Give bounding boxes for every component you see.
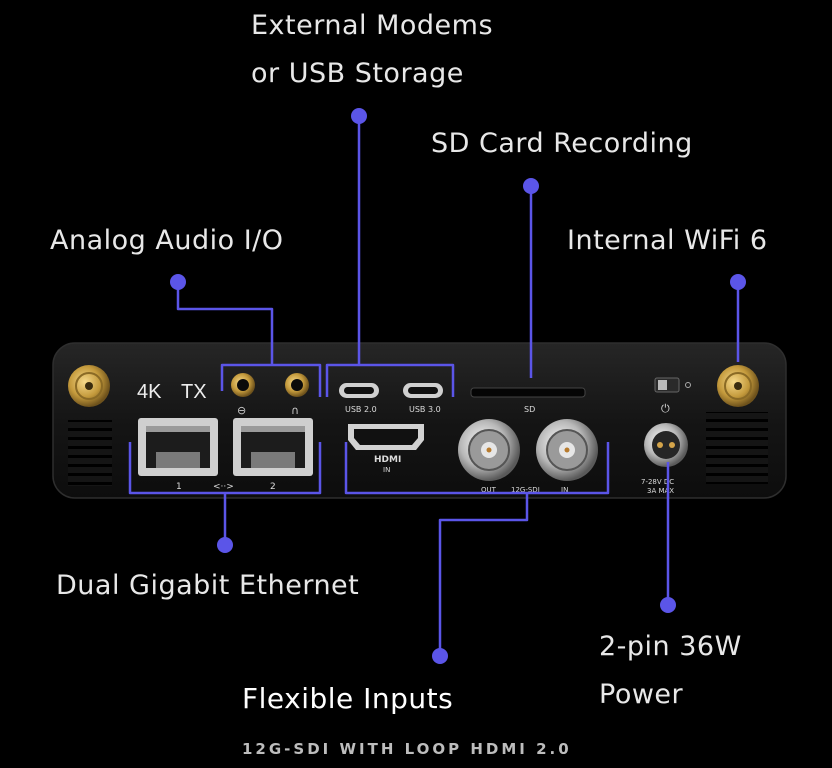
power-rating-1: 7-28V DC: [641, 478, 674, 486]
label-analog-audio: Analog Audio I/O: [50, 225, 284, 256]
label-modems-line1: External Modems: [251, 10, 494, 41]
power-rating-2: 3A MAX: [647, 487, 674, 495]
vent-right: [706, 412, 768, 484]
label-ethernet: Dual Gigabit Ethernet: [56, 570, 360, 601]
label-power-line2: Power: [599, 679, 684, 710]
audio-jack-headphone: [285, 373, 309, 397]
sdi-out-connector: [458, 419, 520, 481]
badge-tx: TX: [181, 381, 207, 403]
power-switch: [654, 377, 691, 393]
usb-port-3-0: [403, 383, 443, 398]
antenna-connector-right: [717, 365, 759, 407]
label-power-line1: 2-pin 36W: [599, 631, 742, 662]
label-wifi: Internal WiFi 6: [567, 225, 768, 256]
hdmi-in-label: IN: [383, 466, 390, 474]
mic-icon: ⊖: [237, 404, 246, 417]
power-connector: [644, 423, 688, 467]
dot-power: [660, 597, 676, 613]
badge-4k: 4K: [137, 381, 162, 403]
sdi-in-label: IN: [561, 486, 568, 494]
dot-wifi: [730, 274, 746, 290]
usb-port-2-0: [339, 383, 379, 398]
ethernet-port-2: [233, 418, 313, 476]
vent-left: [68, 420, 112, 486]
callout-lines: [128, 116, 740, 656]
sdi-out-label: OUT: [481, 486, 497, 494]
label-flexible-inputs: Flexible Inputs: [242, 682, 454, 715]
headphone-icon: ∩: [291, 404, 299, 417]
sd-card-slot: [470, 387, 586, 398]
hdmi-port: [348, 424, 424, 450]
label-sd-card: SD Card Recording: [431, 128, 693, 159]
dot-ethernet: [217, 537, 233, 553]
label-modems-line2: or USB Storage: [251, 58, 464, 89]
hdmi-logo: HDMI: [374, 455, 401, 465]
ethernet-label-1: 1: [176, 482, 182, 492]
ethernet-label-2: 2: [270, 482, 276, 492]
dot-usb: [351, 108, 367, 124]
dot-inputs: [432, 648, 448, 664]
antenna-connector-left: [68, 365, 110, 407]
ethernet-link-icon: <··>: [213, 482, 234, 492]
dot-audio: [170, 274, 186, 290]
label-inputs-subtitle: 12G-SDI WITH LOOP HDMI 2.0: [242, 740, 572, 758]
audio-jack-mic: [231, 373, 255, 397]
callout-dots: [170, 108, 746, 664]
sd-label: SD: [524, 405, 535, 414]
usb-label-3-0: USB 3.0: [409, 405, 441, 414]
sdi-in-connector: [536, 419, 598, 481]
usb-label-2-0: USB 2.0: [345, 405, 377, 414]
ethernet-port-1: [138, 418, 218, 476]
dot-sd: [523, 178, 539, 194]
sdi-center-label: 12G-SDI: [511, 486, 540, 494]
power-icon: ⏻: [661, 402, 670, 415]
